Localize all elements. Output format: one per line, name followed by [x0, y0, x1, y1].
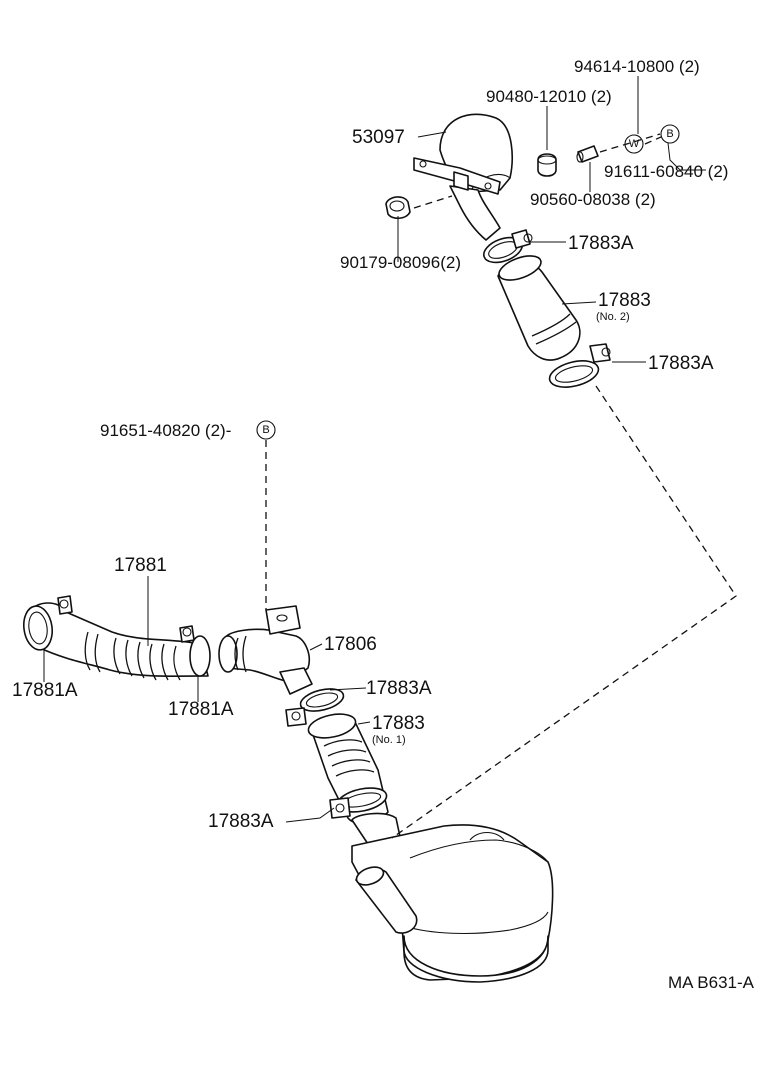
dash-grommet-to-bracket: [413, 195, 453, 209]
label-53097: 53097: [352, 127, 405, 148]
collar-90560: [576, 145, 599, 163]
label-17883-no2: 17883: [598, 290, 651, 311]
hose-17883-no2: [497, 255, 581, 361]
grommet-90179: [385, 196, 411, 220]
b-marker-left: B: [256, 420, 276, 440]
label-17881: 17881: [114, 555, 167, 576]
clamp-17883A-upper: [483, 229, 533, 264]
label-90560-08038: 90560-08038 (2): [530, 190, 656, 209]
clamp-17883A-no2-lower: [548, 343, 611, 388]
label-17881A-left: 17881A: [12, 680, 78, 701]
label-no2: (No. 2): [596, 311, 630, 323]
label-no1: (No. 1): [372, 734, 406, 746]
dash-hose-to-case: [391, 385, 737, 839]
label-17883-no1: 17883: [372, 713, 425, 734]
b-marker-upper-label: B: [666, 128, 673, 140]
b-marker-upper: B: [660, 124, 680, 144]
label-17883A-mid: 17883A: [366, 678, 432, 699]
label-17883A-lower: 17883A: [208, 811, 274, 832]
inlet-duct-53097: [413, 113, 513, 241]
label-17881A-right: 17881A: [168, 699, 234, 720]
label-91651-40820: 91651-40820 (2)-: [100, 421, 231, 440]
air-cleaner-case: [351, 812, 554, 983]
label-90480-12010: 90480-12010 (2): [486, 87, 612, 106]
b-marker-left-label: B: [262, 424, 269, 436]
dash-w-to-b: [644, 136, 662, 145]
intake-connector-17806: [218, 605, 313, 695]
diagram-code: MA B631-A: [668, 973, 755, 992]
label-17883A-no2-lower: 17883A: [648, 353, 714, 374]
grommet-90480: [537, 153, 557, 177]
label-94614-10800: 94614-10800 (2): [574, 57, 700, 76]
label-17883A-upper: 17883A: [568, 233, 634, 254]
w-marker-label: W: [629, 138, 640, 150]
label-17806: 17806: [324, 634, 377, 655]
w-marker: W: [624, 134, 644, 154]
label-90179-08096: 90179-08096(2): [340, 253, 461, 272]
leader-lines: [43, 76, 706, 823]
clamp-17883A-mid: [285, 688, 345, 727]
dash-collar-to-bolt: [599, 133, 661, 153]
air-cleaner-hose-17881: [23, 595, 211, 681]
clamp-17883A-lower: [329, 787, 388, 819]
label-91611-60840: 91611-60840 (2): [604, 162, 728, 181]
